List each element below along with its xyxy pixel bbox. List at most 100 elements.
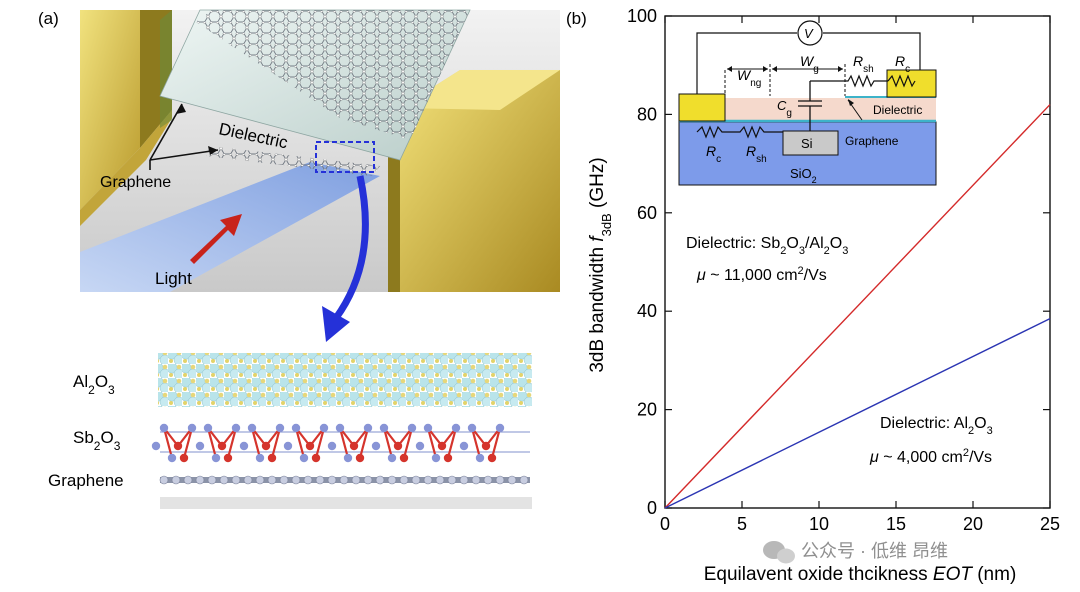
graphene-atom [363, 475, 373, 485]
sb2o3-atom [283, 441, 293, 451]
sb2o3-atom [247, 423, 257, 433]
sb2o3-atom [275, 423, 285, 433]
sb2o3-atom [443, 453, 453, 463]
inset-dashed-guides [724, 64, 846, 96]
sb2o3-atom [335, 423, 345, 433]
y-tick-label: 40 [637, 301, 657, 321]
sb2o3-atom [239, 441, 249, 451]
sb2o3-atom [459, 441, 469, 451]
inset-dielectric-band [725, 98, 936, 120]
graphene-atom [483, 475, 493, 485]
annotation-blue-line1: Dielectric: Al2O3 [880, 415, 993, 437]
sb2o3-label: Sb2O3 [73, 428, 121, 453]
watermark-text: 公众号 · 低维 昂维 [801, 541, 948, 561]
sb2o3-atom [393, 441, 403, 451]
graphene-atom [339, 475, 349, 485]
al2o3-label: Al2O3 [73, 372, 115, 397]
graphene-layer-label: Graphene [48, 471, 124, 490]
inset-voltmeter [797, 20, 823, 46]
graphene-atom [375, 475, 385, 485]
inset-graphene-label: Graphene [845, 134, 899, 148]
sb2o3-atom [211, 453, 221, 463]
sb2o3-atom [255, 453, 265, 463]
graphene-atom [411, 475, 421, 485]
inset-v-label: V [804, 26, 814, 41]
inset-wng-label: Wng [737, 67, 761, 89]
x-tick-label: 5 [737, 514, 747, 534]
x-tick-label: 20 [963, 514, 983, 534]
graphene-pointer-right [149, 149, 219, 161]
inset-rsh-bottom-label: Rsh [746, 143, 767, 165]
annotation-red-line2: μ ~ 11,000 cm2/Vs [696, 265, 827, 284]
graphene-atom [279, 475, 289, 485]
inset-rc-bottom-label: Rc [706, 143, 721, 165]
watermark: 公众号 · 低维 昂维 [763, 541, 948, 564]
sb2o3-atom [327, 441, 337, 451]
graphene-atom [267, 475, 277, 485]
graphene-atom [183, 475, 193, 485]
sb2o3-atom [217, 441, 227, 451]
graphene-atom [447, 475, 457, 485]
device-illustration [80, 9, 560, 342]
substrate-layer [160, 497, 532, 509]
sb2o3-atom [451, 423, 461, 433]
sb2o3-atom [261, 441, 271, 451]
graphene-atom [171, 475, 181, 485]
light-arrow [190, 214, 242, 264]
inset-sio2-label: SiO2 [790, 166, 817, 185]
sb2o3-atom [495, 423, 505, 433]
sb2o3-atom [223, 453, 233, 463]
graphene-atom [291, 475, 301, 485]
sb2o3-atom [481, 441, 491, 451]
sb2o3-atom [319, 423, 329, 433]
gold-contact-left [80, 10, 172, 226]
sb2o3-atom [415, 441, 425, 451]
inset-schematic [678, 20, 937, 186]
inset-wg-label: Wg [800, 53, 819, 75]
sb2o3-atom [167, 453, 177, 463]
inset-dielectric-label: Dielectric [873, 103, 922, 117]
x-tick-label: 0 [660, 514, 670, 534]
series-line-al2o3 [664, 317, 1051, 509]
graphene-atom [351, 475, 361, 485]
inset-bottom-resistors [696, 125, 783, 139]
sb2o3-atom [363, 423, 373, 433]
sb2o3-atom [437, 441, 447, 451]
graphene-atom [495, 475, 505, 485]
x-tick-label: 25 [1040, 514, 1060, 534]
graphene-atom [459, 475, 469, 485]
series-line-sb2o3-al2o3 [664, 104, 1051, 509]
inset-si-label: Si [801, 136, 813, 151]
light-label: Light [155, 269, 192, 288]
zoom-arrow-head [322, 306, 350, 342]
graphene-atom [507, 475, 517, 485]
x-tick-label: 15 [886, 514, 906, 534]
graphene-atom [231, 475, 241, 485]
sb2o3-atom [173, 441, 183, 451]
inset-top-resistors [810, 74, 916, 88]
inset-wire-top [696, 32, 921, 94]
sb2o3-atom [431, 453, 441, 463]
graphene-atom [387, 475, 397, 485]
graphene-atom [207, 475, 217, 485]
annotation-red-line1: Dielectric: Sb2O3/Al2O3 [686, 235, 848, 257]
graphene-layer [159, 475, 530, 485]
sb2o3-atom [407, 423, 417, 433]
sb2o3-atom [267, 453, 277, 463]
inset-rc-top-label: Rc [895, 53, 910, 75]
sb2o3-atom [231, 423, 241, 433]
sb2o3-atom [203, 423, 213, 433]
graphene-label: Graphene [100, 174, 171, 191]
sb2o3-units [151, 423, 505, 463]
plot-frame [664, 15, 1051, 509]
sb2o3-atom [387, 453, 397, 463]
annotation-blue-line2: μ ~ 4,000 cm2/Vs [869, 447, 992, 466]
zoom-box [315, 141, 375, 173]
graphene-atom [255, 475, 265, 485]
wechat-icon [763, 541, 795, 564]
layer-stack [151, 353, 532, 509]
sb2o3-atom [343, 453, 353, 463]
